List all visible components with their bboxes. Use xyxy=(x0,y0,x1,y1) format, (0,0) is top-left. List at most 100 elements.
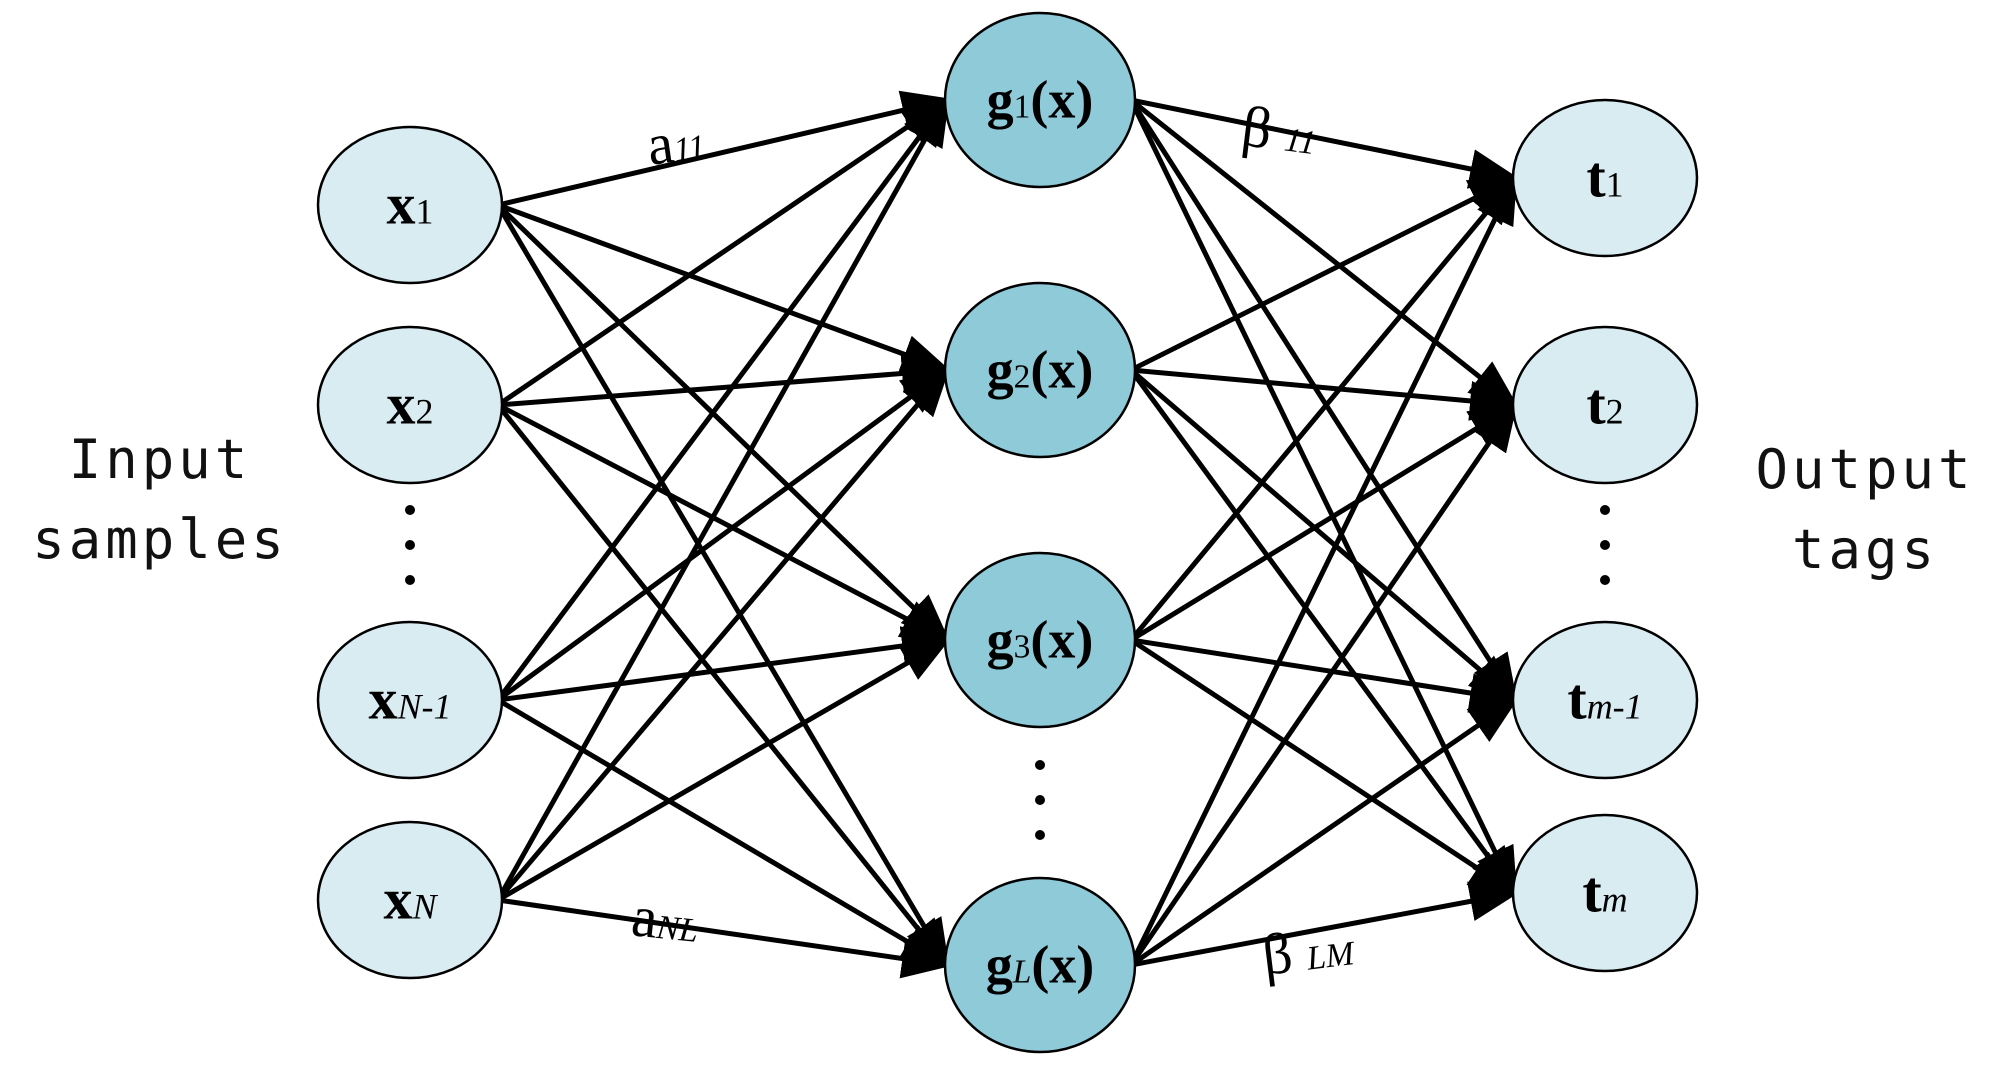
input-node-4-shape xyxy=(316,820,504,980)
input-ellipsis-dot-1 xyxy=(405,505,415,515)
edge-input-4-hidden-2 xyxy=(496,366,951,902)
input-node-3-main: x xyxy=(369,667,398,732)
edge-input-1-hidden-1 xyxy=(497,90,952,208)
output-label-line-2: tags xyxy=(1791,518,1939,581)
input-ellipsis-dot-2 xyxy=(405,540,415,550)
output-tags-label: Output tags xyxy=(1740,430,1990,590)
output-ellipsis-dot-3 xyxy=(1600,575,1610,585)
output-node-2-label: t2 xyxy=(1586,372,1623,437)
hidden-node-3-tail: (x) xyxy=(1030,609,1093,669)
edge-label-anl: aNL xyxy=(629,883,703,955)
output-node-2: t2 xyxy=(1511,325,1699,485)
input-node-4: xN xyxy=(316,820,504,980)
hidden-node-4-tail: (x) xyxy=(1031,934,1094,994)
edge-hidden-2-output-4 xyxy=(1128,368,1518,898)
hidden-node-4: gL(x) xyxy=(943,876,1137,1054)
edge-input-3-hidden-2 xyxy=(496,367,952,703)
hidden-ellipsis-dot-1 xyxy=(1035,760,1045,770)
input-node-2-shape xyxy=(316,325,504,485)
edge-hidden-1-output-1 xyxy=(1130,97,1520,189)
edges-group xyxy=(495,90,1520,979)
input-node-1-shape xyxy=(316,125,504,285)
edge-input-3-hidden-4 xyxy=(496,697,952,968)
output-ellipsis-dot-1 xyxy=(1600,505,1610,515)
hidden-ellipsis-dot-3 xyxy=(1035,830,1045,840)
output-node-4-main: t xyxy=(1582,860,1602,925)
output-node-1-sub: 1 xyxy=(1606,165,1624,205)
output-label-line-1: Output xyxy=(1755,438,1975,501)
input-node-3: xN-1 xyxy=(316,620,504,780)
edge-label-anl-sub: NL xyxy=(654,909,700,950)
output-ellipsis-dot-2 xyxy=(1600,540,1610,550)
edge-label-blm-sub: LM xyxy=(1304,935,1358,978)
edge-hidden-3-output-1 xyxy=(1129,174,1519,642)
input-node-1-label: x1 xyxy=(387,172,434,237)
edge-label-a11: a11 xyxy=(643,106,709,178)
output-node-4: tm xyxy=(1511,813,1699,973)
edge-hidden-2-output-2 xyxy=(1130,367,1520,421)
input-samples-label: Input samples xyxy=(10,420,310,580)
output-node-4-label: tm xyxy=(1582,860,1627,925)
edge-label-b11-main: β xyxy=(1238,93,1275,161)
hidden-node-3-sub: 3 xyxy=(1014,628,1031,665)
hidden-node-3-shape xyxy=(943,551,1137,729)
output-node-2-main: t xyxy=(1586,372,1606,437)
edge-input-1-hidden-2 xyxy=(497,202,952,374)
input-label-line-1: Input xyxy=(68,428,252,491)
hidden-node-1-sub: 1 xyxy=(1014,88,1031,125)
input-ellipsis-dot-3 xyxy=(405,575,415,585)
edge-hidden-4-output-3 xyxy=(1129,697,1520,968)
edge-input-4-hidden-1 xyxy=(495,95,950,902)
edge-label-b11-sub: 11 xyxy=(1282,122,1318,163)
edge-input-2-hidden-2 xyxy=(497,353,952,408)
input-node-1: x1 xyxy=(316,125,504,285)
edge-input-3-hidden-1 xyxy=(495,95,950,702)
output-node-3-shape xyxy=(1511,620,1699,780)
hidden-node-1-shape xyxy=(943,11,1137,189)
edge-hidden-4-output-2 xyxy=(1128,400,1518,967)
edge-label-blm-main: β xyxy=(1259,920,1296,988)
input-node-4-sub: N xyxy=(412,887,439,927)
output-node-3-sub: m-1 xyxy=(1587,687,1643,727)
output-node-1-shape xyxy=(1511,98,1699,258)
hidden-node-2-shape xyxy=(943,281,1137,459)
output-node-3-main: t xyxy=(1567,667,1587,732)
edge-label-a11-sub: 11 xyxy=(671,128,707,169)
hidden-ellipsis-dot-2 xyxy=(1035,795,1045,805)
input-node-3-shape xyxy=(316,620,504,780)
edge-hidden-1-output-4 xyxy=(1128,98,1518,898)
hidden-node-4-label: gL(x) xyxy=(986,934,1095,994)
edge-hidden-4-output-4 xyxy=(1130,881,1520,968)
input-ellipsis xyxy=(405,505,415,585)
input-node-1-sub: 1 xyxy=(416,192,434,232)
hidden-node-1-label: g1(x) xyxy=(987,69,1094,129)
output-node-3-label: tm-1 xyxy=(1567,667,1642,732)
edge-input-2-hidden-1 xyxy=(496,97,952,408)
hidden-ellipsis xyxy=(1035,760,1045,840)
edge-hidden-3-output-2 xyxy=(1129,402,1520,643)
hidden-node-3: g3(x) xyxy=(943,551,1137,729)
input-node-2: x2 xyxy=(316,325,504,485)
hidden-node-2-sub: 2 xyxy=(1014,358,1031,395)
edge-input-2-hidden-4 xyxy=(496,403,951,969)
input-node-2-sub: 2 xyxy=(416,392,434,432)
hidden-node-1: g1(x) xyxy=(943,11,1137,189)
output-node-1: t1 xyxy=(1511,98,1699,258)
input-node-3-sub: N-1 xyxy=(397,687,452,727)
edge-input-4-hidden-3 xyxy=(496,637,952,903)
input-node-2-label: x2 xyxy=(387,372,434,437)
output-ellipsis xyxy=(1600,505,1610,585)
edge-hidden-1-output-3 xyxy=(1128,98,1518,705)
edge-hidden-4-output-1 xyxy=(1128,173,1518,967)
hidden-node-1-tail: (x) xyxy=(1030,69,1093,129)
hidden-node-2: g2(x) xyxy=(943,281,1137,459)
input-node-4-label: xN xyxy=(384,867,439,932)
edge-hidden-2-output-1 xyxy=(1129,175,1520,373)
input-node-2-main: x xyxy=(387,372,416,437)
edge-hidden-1-output-2 xyxy=(1129,98,1519,409)
hidden-node-1-main: g xyxy=(987,69,1014,129)
edge-input-2-hidden-3 xyxy=(496,402,952,643)
